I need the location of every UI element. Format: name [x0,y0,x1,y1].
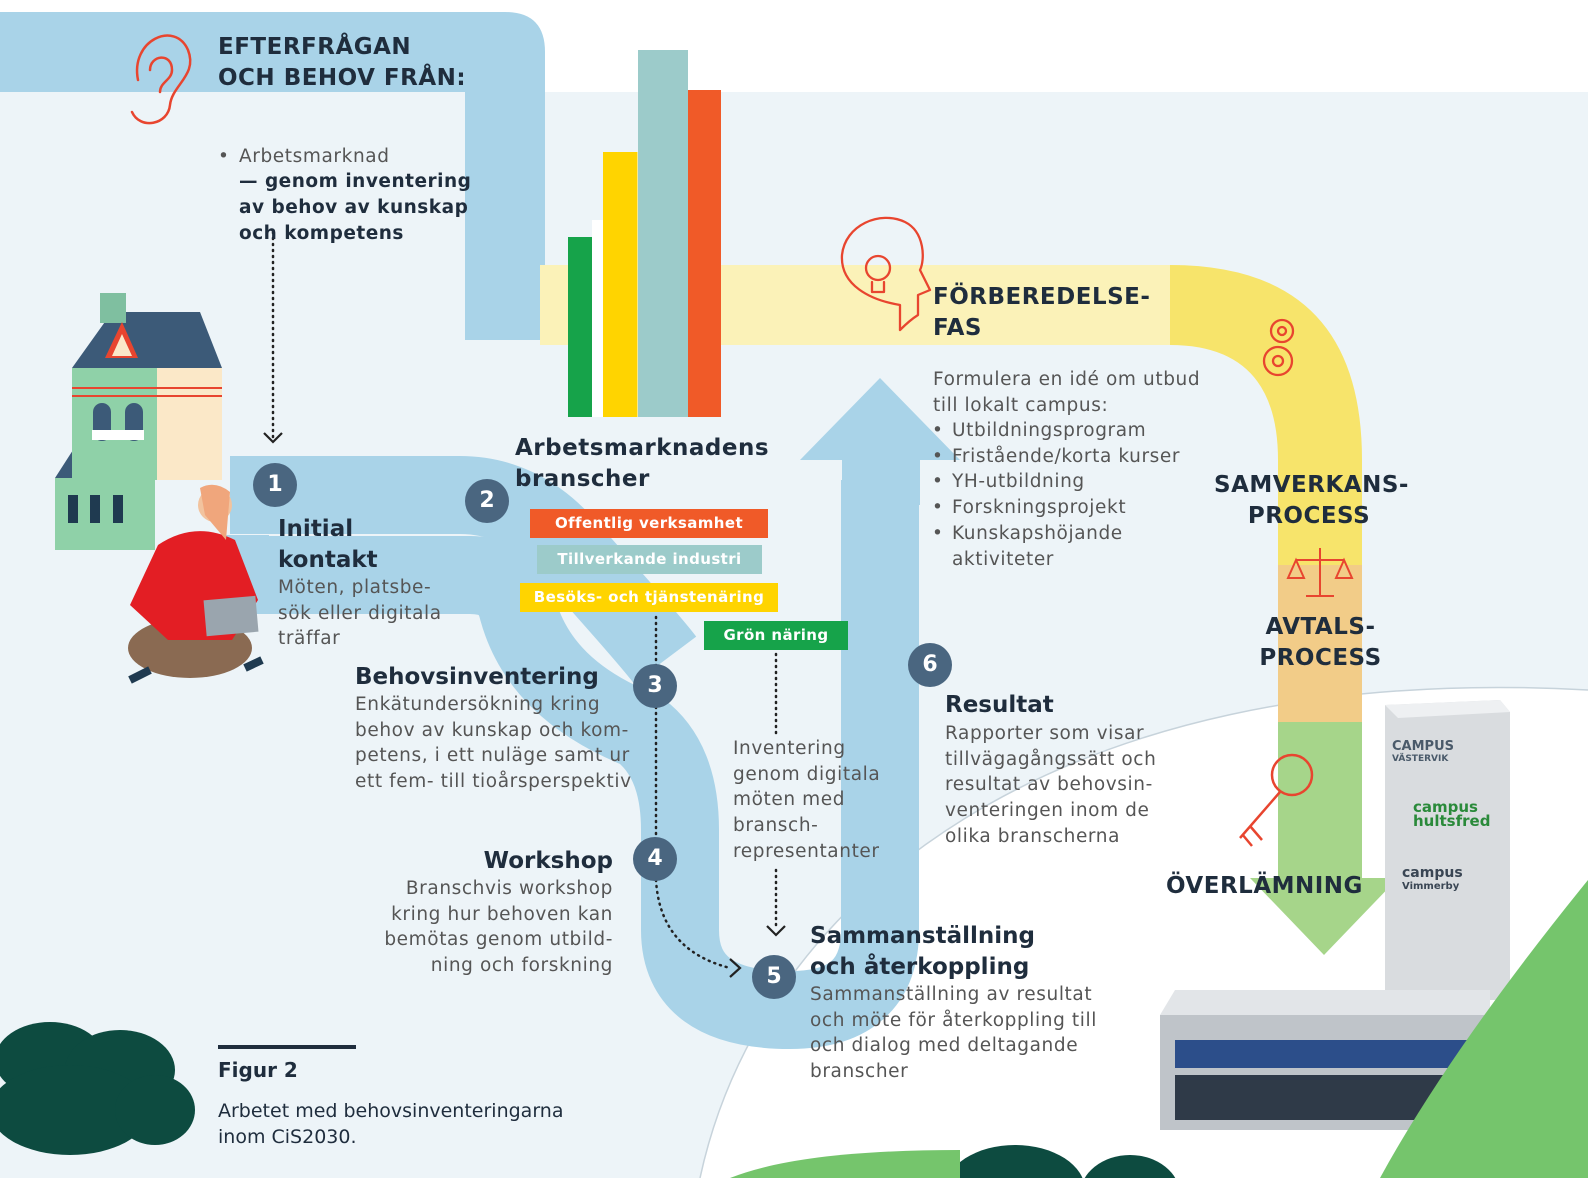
industries-title-line1: Arbetsmarknadens [515,435,770,461]
prep-list: Utbildningsprogram Fristående/korta kurs… [930,418,1180,572]
industries-title-line2: branscher [515,466,650,492]
figure-caption: Arbetet med behovsinventeringarna inom C… [218,1100,564,1148]
demand-title: EFTERFRÅGAN OCH BEHOV FRÅN: [218,32,466,94]
demand-title-line2: OCH BEHOV FRÅN: [218,65,467,91]
sign-campus-vastervik: CAMPUS VÄSTERVIK [1392,739,1454,764]
step-number-2: 2 [465,479,509,523]
step6-title: Resultat [945,692,1054,718]
step6-text: Rapporter som visar tillvägagångssätt oc… [945,723,1157,847]
industry-label-tillverkande: Tillverkande industri [537,545,762,574]
industry-label-offentlig: Offentlig verksamhet [530,509,768,538]
prep-title: FÖRBEREDELSE- FAS [933,282,1150,344]
demand-bullet-lead: •Arbetsmarknad [218,145,390,167]
bar-gron [568,237,592,417]
demand-bullet: •Arbetsmarknad — genom inventering av be… [218,118,478,247]
step-number-6: 6 [908,643,952,687]
step-number-5: 5 [752,955,796,999]
prep-item: Forskningsprojekt [930,495,1180,521]
step4-title: Workshop [483,848,613,874]
prep-title-line2: FAS [933,315,982,341]
step5-text: Sammanställning av resultat och möte för… [810,984,1098,1083]
step-number-4: 4 [633,837,677,881]
step4-text: Branschvis workshop kring hur behoven ka… [384,878,613,977]
industries-title: Arbetsmarknadens branscher [515,433,769,495]
step5-title: Sammanställning och återkoppling [810,923,1035,980]
industry-label-besoks: Besöks- och tjänstenäring [520,583,778,612]
prep-item: Fristående/korta kurser [930,444,1180,470]
sign-campus-hultsfred: campus hultsfred [1413,798,1491,830]
step1-title: Initial kontakt [278,516,378,573]
prep-item: Kunskapshöjande aktiviteter [930,521,1180,572]
prep-intro: Formulera en idé om utbud till lokalt ca… [933,369,1201,416]
step-number-1: 1 [253,463,297,507]
samverkan-label: SAMVERKANS- PROCESS [1214,472,1409,529]
prep-title-line1: FÖRBEREDELSE- [933,284,1151,310]
step-number-3: 3 [633,664,677,708]
prep-item: Utbildningsprogram [930,418,1180,444]
step1-text: Möten, platsbe- sök eller digitala träff… [278,577,442,650]
prep-item: YH-utbildning [930,469,1180,495]
figure-rule [218,1045,356,1049]
avtal-label: AVTALS- PROCESS [1259,614,1382,671]
sign-campus-vimmerby: campus Vimmerby [1402,865,1463,892]
demand-title-line1: EFTERFRÅGAN [218,34,412,60]
overlamning-label: ÖVERLÄMNING [1166,873,1363,899]
industry-label-gron: Grön näring [704,621,848,650]
step3-title: Behovsinventering [355,664,599,690]
figure-label: Figur 2 [218,1058,298,1082]
inventory-note: Inventering genom digitala möten med bra… [733,738,881,862]
demand-bullet-rest: — genom inventering av behov av kunskap … [239,171,472,244]
step3-text: Enkätundersökning kring behov av kunskap… [355,694,632,793]
